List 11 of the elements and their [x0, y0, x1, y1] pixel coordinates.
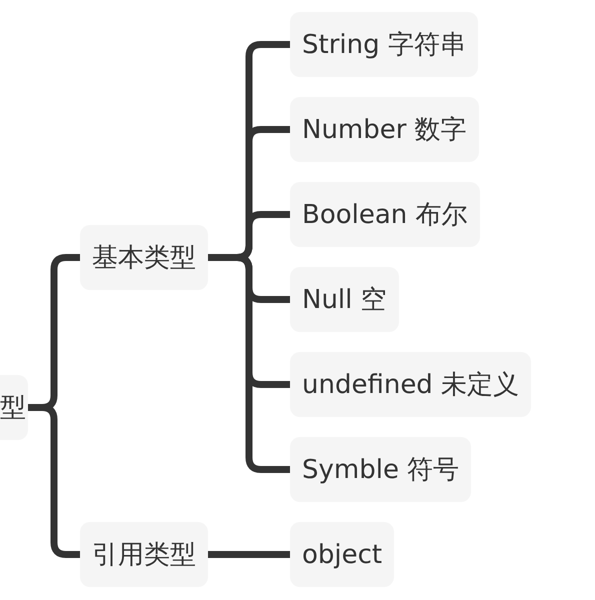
topic-box: Number 数字: [290, 97, 479, 162]
topic-box: Null 空: [290, 267, 399, 332]
topic-box: String 字符串: [290, 12, 478, 77]
topic-box: 引用类型: [80, 522, 208, 587]
topic-box: 型: [0, 375, 28, 440]
topic-box: Boolean 布尔: [290, 182, 480, 247]
connector-line: [208, 551, 290, 558]
topic-box: object: [290, 522, 394, 587]
topic-box: Symble 符号: [290, 437, 472, 502]
topic-box: 基本类型: [80, 225, 208, 290]
topic-box: undefined 未定义: [290, 352, 532, 417]
